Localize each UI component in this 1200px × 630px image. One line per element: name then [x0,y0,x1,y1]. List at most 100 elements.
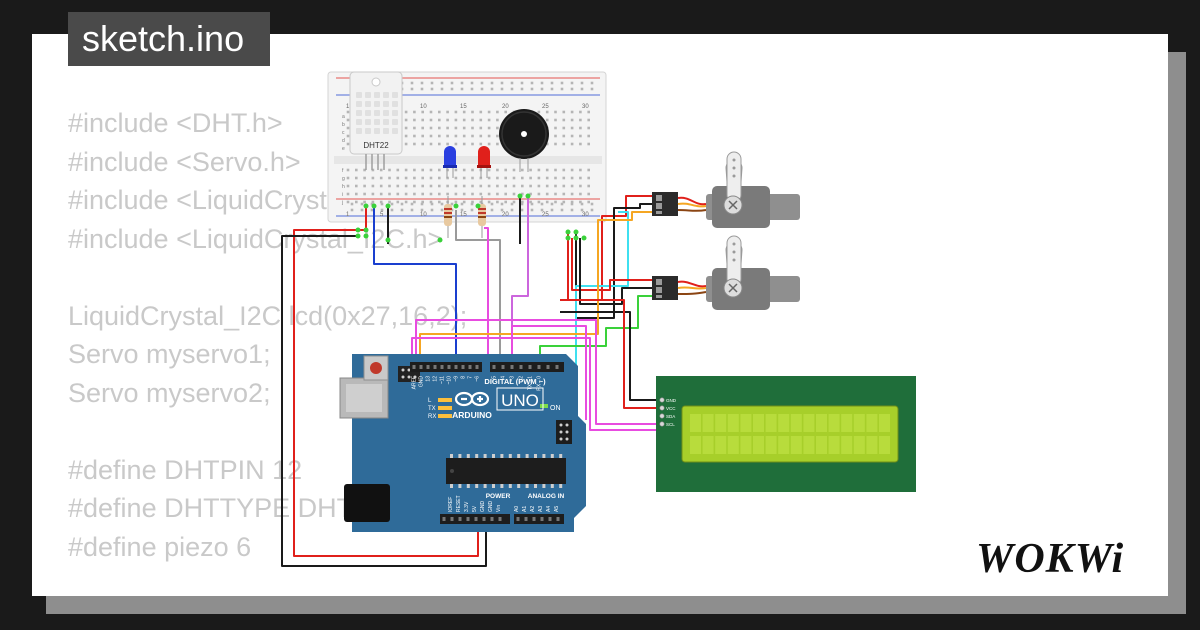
wire-green-servo2 [539,295,656,366]
pin-label: 4 [501,376,507,379]
arduino-brand: ARDUINO [452,410,492,420]
pin-label: A0 [514,506,520,512]
led-blue [443,146,457,178]
connection-dots [355,193,587,243]
rx-label: RX [428,414,436,420]
led-red [477,146,491,178]
bb-row-letter: e [342,146,345,152]
pin-label: GND [488,501,494,513]
pin-label: A2 [530,506,536,512]
bb-col-number: 15 [460,212,467,218]
wire-orange-servo1 [419,211,656,366]
bb-row-letter: j [341,200,343,206]
bb-row-letter: i [342,192,343,198]
bb-row-letter: d [342,138,345,144]
code-line: #include <DHT.h> [68,108,283,138]
bb-row-letter: f [342,168,344,174]
sketch-title: sketch.ino [68,12,271,66]
pin-label: 2 [519,376,525,379]
bb-row-letter: a [342,114,345,120]
bb-row-letter: h [342,184,345,190]
pin-label: A3 [538,506,544,512]
bb-row-letter: b [342,122,345,128]
pin-label: ~6 [475,376,481,382]
wire-red-servo2 [571,238,656,291]
bb-col-number: 25 [542,212,549,218]
pin-label: A5 [554,506,560,512]
wokwi-logo-icon: WOKWi [976,536,1123,582]
resistor-2 [478,196,486,238]
lcd-pin-label: SCL [666,422,675,427]
lcd-display: GND VCC SDA SCL [656,376,916,492]
pin-label: RX←0 [537,376,543,391]
lcd-pin-label: VCC [666,406,676,411]
on-label: ON [550,405,561,412]
pin-label: ~9 [454,376,460,382]
analog-in-label: ANALOG IN [528,493,565,500]
pin-label: 7 [468,376,474,379]
wire-pink-led2 [484,227,489,366]
dht22-sensor: DHT22 [349,71,403,170]
arduino-logo-icon [454,391,490,407]
wire-pink-scl [411,337,658,431]
servo-motor-1 [652,151,800,228]
pin-label: ~5 [492,376,498,382]
pin-label: RESET [456,495,462,512]
wires [281,195,658,567]
code-line: LiquidCrystal_I2C lcd(0x27,16,2); [68,300,468,331]
pin-label: GND [419,376,425,388]
code-line: #define piezo 6 [68,531,252,562]
pin-label: 5V [472,505,478,512]
pin-label: TX→1 [528,376,534,390]
wire-pink-sca [415,319,658,425]
pin-label: A1 [522,506,528,512]
bb-col-number: 30 [582,104,589,110]
pin-label: 12 [433,376,439,382]
code-line: #include <LiquidCrystal_I2C.h> [68,223,444,254]
power-label: POWER [486,493,511,500]
wire-red-lcd [560,299,658,409]
pin-label: 8 [461,376,467,379]
wire-pink-sda [511,325,587,420]
l-label: L [428,398,432,404]
wire-blue-dht [373,206,457,366]
wire-gray-led [455,210,501,366]
bb-col-number: 30 [582,212,589,218]
code-line: #define DHTPIN 12 [68,454,303,485]
pin-label: ~10 [447,376,453,385]
bb-col-number: 10 [420,212,427,218]
pin-label: ~3 [510,376,516,382]
bb-col-number: 1 [346,104,350,110]
wire-black-gnd [281,235,487,567]
code-line: Servo myservo2; [68,377,271,408]
resistor-1 [444,196,452,238]
bb-col-number: 20 [502,104,509,110]
bb-row-letter: g [342,176,345,182]
dht22-label: DHT22 [363,141,389,150]
lcd-pin-label: SDA [666,414,675,419]
pin-label: 13 [426,376,432,382]
tx-label: TX [428,406,436,412]
bb-col-number: 20 [502,212,509,218]
pin-label: Vin [496,505,502,512]
servo-motor-2 [652,235,800,310]
bb-col-number: 1 [346,212,350,218]
code-line: #define DHTTYPE DHT22 [68,493,384,523]
pin-label: ~11 [440,376,446,384]
pin-label: A4 [546,506,552,512]
code-line: #include <Servo.h> [68,146,301,177]
pin-label: 3.3V [464,501,470,512]
pin-label: AREF [412,376,418,389]
pin-label: GND [480,501,486,513]
bb-col-number: 15 [460,104,467,110]
bb-row-letter: c [342,130,345,136]
lcd-pin-label: GND [666,398,677,403]
code-background: #include <DHT.h> #include <Servo.h> #inc… [68,104,467,566]
bb-col-number: 25 [542,104,549,110]
piezo-buzzer [499,109,549,172]
digital-pwm-label: DIGITAL (PWM ~) [484,377,546,386]
wire-black-servo2 [579,238,656,305]
code-line: Servo myservo1; [68,339,271,369]
